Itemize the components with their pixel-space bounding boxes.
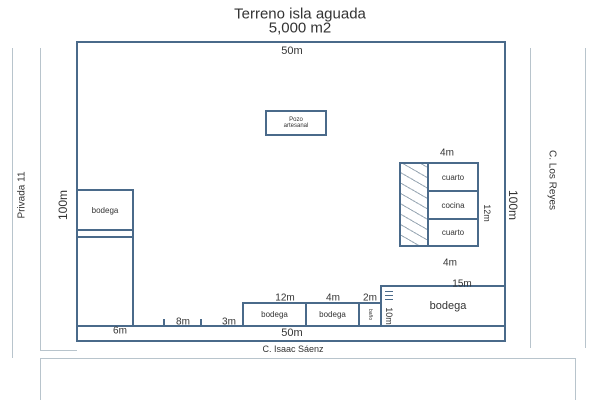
pozo-artesanal: Pozo artesanal: [265, 110, 327, 136]
marker: [200, 319, 202, 326]
hatched-area: [399, 162, 429, 247]
dim-b2: 4m: [326, 292, 340, 304]
street-line: [40, 48, 41, 350]
dim-right: 100m: [506, 189, 520, 221]
street-line: [530, 48, 531, 348]
left-structure: [76, 236, 134, 327]
dim-gap1: 8m: [176, 316, 190, 328]
cocina: cocina: [427, 190, 479, 220]
dim-bodega-height: 10m: [384, 307, 394, 325]
street-right: C. Los Reyes: [546, 149, 558, 211]
street-line: [40, 350, 77, 351]
dim-room-height: 12m: [482, 204, 492, 222]
cuarto-1: cuarto: [427, 162, 479, 192]
street-line: [40, 358, 41, 400]
dim-left-strip: 6m: [113, 325, 127, 337]
dim-gap2: 3m: [222, 316, 236, 328]
bodega-2: bodega: [305, 302, 360, 327]
street-left: Privada 11: [16, 171, 28, 219]
dim-bodega-width: 15m: [452, 278, 472, 290]
street-line: [40, 358, 575, 359]
tick: [385, 299, 393, 300]
dim-left: 100m: [56, 189, 70, 221]
street-line: [12, 48, 13, 358]
tick: [385, 291, 393, 292]
area: 5,000 m2: [268, 19, 332, 37]
cuarto-2: cuarto: [427, 218, 479, 247]
street-bottom: C. Isaac Sáenz: [262, 344, 324, 354]
dim-b1: 12m: [275, 292, 295, 304]
dim-b3: 2m: [363, 292, 377, 304]
bodega-left: bodega: [76, 189, 134, 231]
street-line: [575, 358, 576, 400]
marker: [163, 319, 165, 326]
title: Terreno isla aguada: [234, 5, 366, 23]
dim-room-bottom: 4m: [443, 257, 457, 269]
bodega-1: bodega: [242, 302, 307, 327]
tick: [385, 295, 393, 296]
dim-top: 50m: [281, 45, 303, 57]
dim-room-top: 4m: [440, 147, 454, 159]
bodega-right: bodega: [380, 285, 506, 327]
street-line: [585, 48, 586, 348]
dim-bottom: 50m: [281, 327, 303, 339]
bano: baño: [358, 302, 382, 327]
